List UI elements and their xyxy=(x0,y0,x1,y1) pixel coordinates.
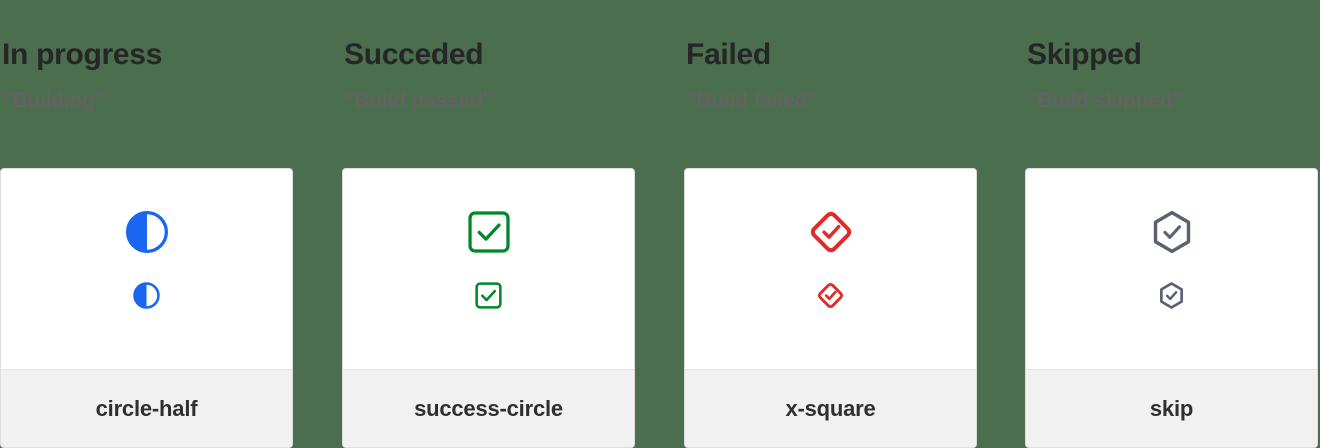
column-title: Skipped xyxy=(1027,38,1142,71)
icon-preview-area xyxy=(343,169,634,369)
x-square-icon xyxy=(808,209,854,255)
icon-preview-area xyxy=(685,169,976,369)
column-title: In progress xyxy=(2,38,163,71)
status-column-skipped: Skipped “Build skipped” xyxy=(1025,0,1318,448)
icon-card-x-square[interactable]: x-square xyxy=(684,168,977,448)
status-column-in-progress: In progress “Building” xyxy=(0,0,293,448)
status-column-succeded: Succeded “Build passed” xyxy=(342,0,635,448)
circle-half-icon xyxy=(124,209,170,255)
column-subtitle: “Build failed” xyxy=(686,89,818,112)
icon-name-label: x-square xyxy=(785,395,876,421)
status-column-failed: Failed “Build failed” xyxy=(684,0,977,448)
icon-preview-area xyxy=(1,169,292,369)
column-header: Skipped “Build skipped” xyxy=(1025,0,1318,112)
icon-name-label: circle-half xyxy=(95,395,198,421)
icon-card-circle-half[interactable]: circle-half xyxy=(0,168,293,448)
icon-card-footer: skip xyxy=(1026,369,1317,447)
x-square-icon-small xyxy=(816,281,845,310)
success-circle-icon-small xyxy=(474,281,503,310)
icon-name-label: success-circle xyxy=(414,395,563,421)
column-header: Failed “Build failed” xyxy=(684,0,977,112)
icon-card-footer: success-circle xyxy=(343,369,634,447)
icon-card-footer: x-square xyxy=(685,369,976,447)
column-subtitle: “Building” xyxy=(2,89,105,112)
column-subtitle: “Build passed” xyxy=(344,89,493,112)
circle-half-icon-small xyxy=(132,281,161,310)
icon-card-success-circle[interactable]: success-circle xyxy=(342,168,635,448)
skip-icon xyxy=(1149,209,1195,255)
column-subtitle: “Build skipped” xyxy=(1027,89,1183,112)
column-title: Succeded xyxy=(344,38,484,71)
column-title: Failed xyxy=(686,38,771,71)
icon-name-label: skip xyxy=(1149,395,1194,421)
icon-card-skip[interactable]: skip xyxy=(1025,168,1318,448)
icon-card-footer: circle-half xyxy=(1,369,292,447)
skip-icon-small xyxy=(1157,281,1186,310)
column-header: Succeded “Build passed” xyxy=(342,0,635,112)
icon-preview-area xyxy=(1026,169,1317,369)
column-header: In progress “Building” xyxy=(0,0,293,112)
success-circle-icon xyxy=(466,209,512,255)
